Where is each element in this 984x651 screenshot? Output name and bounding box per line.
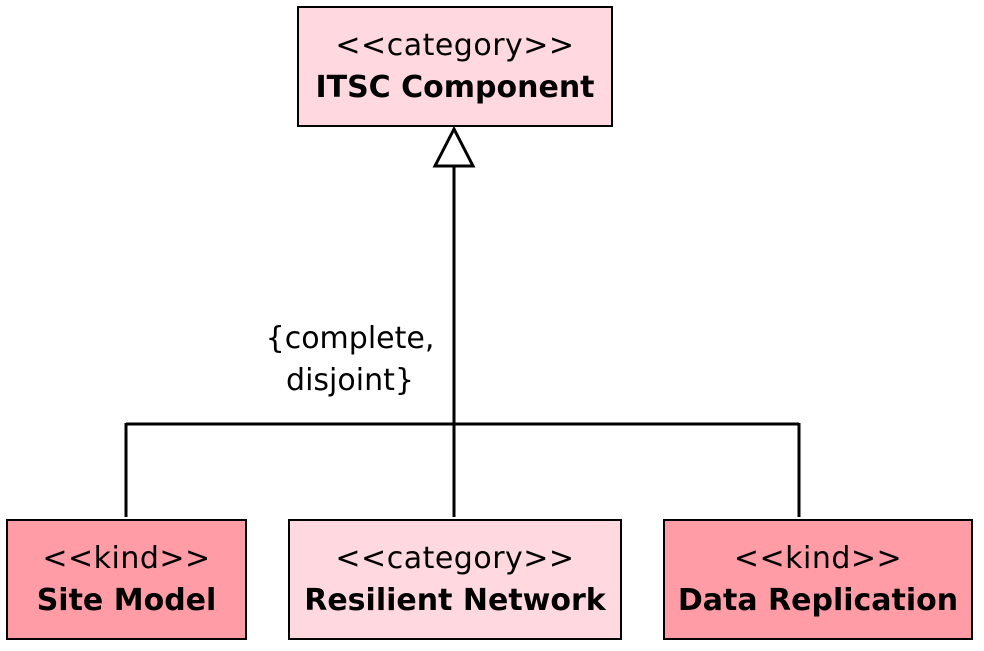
class-name-label: ITSC Component <box>315 69 595 105</box>
stereotype-label: <<category>> <box>335 27 575 63</box>
generalization-arrowhead-icon <box>432 125 476 168</box>
class-itsc-component[interactable]: <<category>> ITSC Component <box>297 6 613 127</box>
class-name-label: Resilient Network <box>304 582 606 618</box>
constraint-line-1: {complete, <box>265 321 435 356</box>
class-name-label: Data Replication <box>677 582 959 618</box>
class-site-model[interactable]: <<kind>> Site Model <box>6 519 247 640</box>
constraint-line-2: disjoint} <box>286 363 414 398</box>
stereotype-label: <<kind>> <box>42 540 211 576</box>
class-resilient-network[interactable]: <<category>> Resilient Network <box>288 519 622 640</box>
stereotype-label: <<category>> <box>335 540 575 576</box>
class-name-label: Site Model <box>36 582 217 618</box>
stereotype-label: <<kind>> <box>733 540 903 576</box>
generalization-set-constraint: {complete, disjoint} <box>240 318 460 402</box>
class-data-replication[interactable]: <<kind>> Data Replication <box>663 519 973 640</box>
